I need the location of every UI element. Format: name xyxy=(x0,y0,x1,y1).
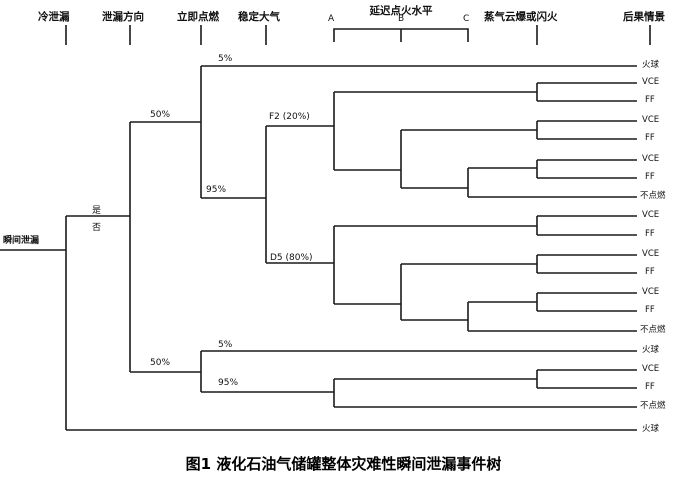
header-immediate-ignition: 立即点燃 xyxy=(177,11,219,23)
outcome-label: VCE xyxy=(642,287,660,297)
header-vce-or-flash: 蒸气云爆或闪火 xyxy=(484,11,558,23)
outcome-label: VCE xyxy=(642,249,660,259)
branch-no-label: 否 xyxy=(92,223,102,233)
branch-lower-95-label: 95% xyxy=(218,378,239,388)
outcome-label: FF xyxy=(645,172,655,182)
header-delayed-ignition: 延迟点火水平 xyxy=(369,5,433,17)
header-stable-atmosphere: 稳定大气 xyxy=(238,11,280,23)
outcome-label: FF xyxy=(645,305,655,315)
outcome-label: FF xyxy=(645,382,655,392)
outcome-label: 不点燃 xyxy=(640,401,666,411)
header-cold-release: 冷泄漏 xyxy=(38,11,70,23)
branch-d5-label: D5 (80%) xyxy=(270,253,313,263)
branch-lower-5-label: 5% xyxy=(218,340,233,350)
root-label: 瞬间泄漏 xyxy=(3,236,40,246)
header-release-direction: 泄漏方向 xyxy=(102,11,144,23)
branch-yes-label: 是 xyxy=(92,206,102,216)
branch-f2-label: F2 (20%) xyxy=(269,112,310,122)
branch-upper-50-label: 50% xyxy=(150,110,171,120)
header-level-c: C xyxy=(463,14,470,24)
outcome-label: 火球 xyxy=(642,60,660,70)
figure-caption: 图1 液化石油气储罐整体灾难性瞬间泄漏事件树 xyxy=(185,455,502,473)
outcome-label: VCE xyxy=(642,364,660,374)
branch-upper-5-label: 5% xyxy=(218,54,233,64)
branch-lower-50-label: 50% xyxy=(150,358,171,368)
outcome-label: VCE xyxy=(642,210,660,220)
outcome-label: 不点燃 xyxy=(640,191,666,201)
outcome-label: FF xyxy=(645,267,655,277)
outcome-label: FF xyxy=(645,95,655,105)
outcome-label: FF xyxy=(645,229,655,239)
outcome-label: VCE xyxy=(642,115,660,125)
header-consequence: 后果情景 xyxy=(623,11,665,23)
outcome-label: FF xyxy=(645,133,655,143)
header-level-a: A xyxy=(328,14,335,24)
outcome-label: 不点燃 xyxy=(640,325,666,335)
branch-upper-95-label: 95% xyxy=(206,185,227,195)
header-level-b: B xyxy=(398,14,405,24)
outcome-label: 火球 xyxy=(642,424,660,434)
outcome-label: 火球 xyxy=(642,345,660,355)
outcome-label: VCE xyxy=(642,77,660,87)
outcome-label: VCE xyxy=(642,154,660,164)
